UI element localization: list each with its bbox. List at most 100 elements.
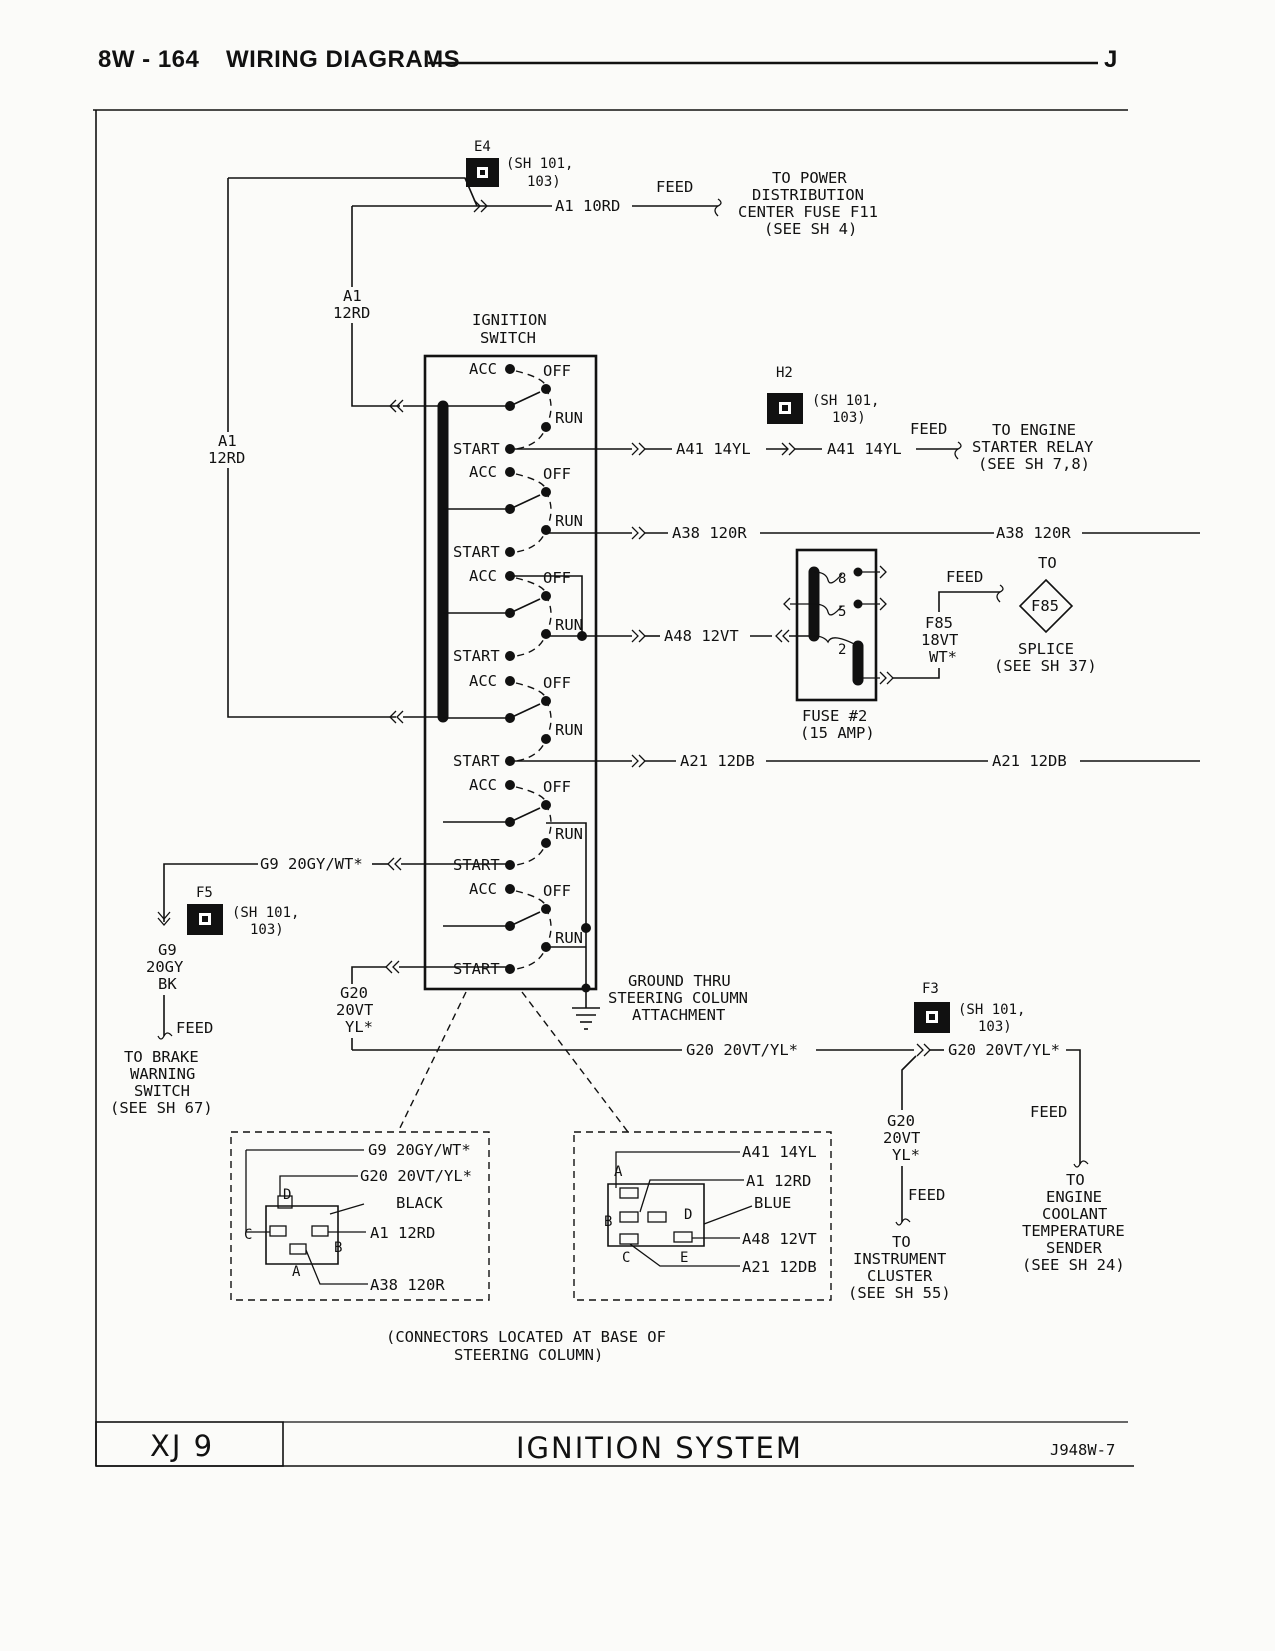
deck-4-start-label: START: [453, 752, 500, 770]
pdc-dest-4: (SEE SH 4): [764, 220, 857, 238]
deck-6-start-label: START: [453, 960, 500, 978]
coolant-dest-3: COOLANT: [1042, 1205, 1107, 1223]
cluster-dest-2: INSTRUMENT: [853, 1250, 946, 1268]
pdc-wire-end: [714, 198, 722, 217]
connector-view-right-box: [573, 1131, 832, 1301]
h2-ref-2: 103): [832, 410, 866, 426]
right-wire-a48: A48 12VT: [742, 1230, 817, 1248]
pdc-dest-3: CENTER FUSE F11: [738, 203, 878, 221]
deck-2-contact-1: [505, 467, 515, 477]
ignition-switch-title-2: SWITCH: [480, 329, 536, 347]
fuse-pin-2: 2: [838, 642, 846, 658]
deck-5-travel-arc: [515, 786, 552, 866]
wire-a1-loop-label-b: 12RD: [208, 449, 245, 467]
ground-label-2: STEERING COLUMN: [608, 989, 748, 1007]
section-title: WIRING DIAGRAMS: [226, 46, 461, 73]
deck-1-off-label: OFF: [543, 362, 571, 380]
system-title: IGNITION SYSTEM: [516, 1431, 803, 1465]
wire-g20-b: G20 20VT/YL*: [948, 1041, 1060, 1059]
fuse-block-outline: [795, 548, 878, 702]
deck-1-run-label: RUN: [555, 409, 583, 427]
right-pin-c: C: [622, 1250, 630, 1266]
deck-1-contact-1: [505, 364, 515, 374]
wire-g20-cluster-2: 20VT: [883, 1129, 920, 1147]
ground-label-3: ATTACHMENT: [632, 1006, 725, 1024]
right-pin-b: B: [604, 1214, 612, 1230]
wire-g20-v2: 20VT: [336, 1001, 373, 1019]
wire-a21-a: A21 12DB: [680, 752, 755, 770]
wire-g20-a: G20 20VT/YL*: [686, 1041, 798, 1059]
e4-label: E4: [474, 139, 491, 155]
brake-dest-2: WARNING: [130, 1065, 195, 1083]
f5-label: F5: [196, 885, 213, 901]
deck-2-off-label: OFF: [543, 465, 571, 483]
edition-mark: J: [1104, 46, 1118, 73]
deck-4-acc-label: ACC: [469, 672, 497, 690]
deck-1-start-label: START: [453, 440, 500, 458]
deck-4-off-label: OFF: [543, 674, 571, 692]
wire-g20-cluster-1: G20: [887, 1112, 915, 1130]
h2-ref-1: (SH 101,: [812, 393, 879, 409]
deck-6-acc-label: ACC: [469, 880, 497, 898]
deck-6-travel-arc: [515, 890, 552, 970]
coolant-dest-2: ENGINE: [1046, 1188, 1102, 1206]
deck-5-off-label: OFF: [543, 778, 571, 796]
wire-g20-v1: G20: [340, 984, 368, 1002]
deck-3-tie: [510, 575, 583, 636]
right-wire-a21: A21 12DB: [742, 1258, 817, 1276]
e4-ref-1: (SH 101,: [506, 156, 573, 172]
wire-g9: G9 20GY/WT*: [260, 855, 363, 873]
f3-label: F3: [922, 981, 939, 997]
deck-5-start-label: START: [453, 856, 500, 874]
e4-ref-2: 103): [527, 174, 561, 190]
splice-ref: (SEE SH 37): [994, 657, 1097, 675]
f3-ref-1: (SH 101,: [958, 1002, 1025, 1018]
feed-label-f85: FEED: [946, 568, 983, 586]
deck-5-contact-1: [505, 780, 515, 790]
deck-3-off-label: OFF: [543, 569, 571, 587]
deck-6-contact-5: [505, 964, 515, 974]
left-wire-g20: G20 20VT/YL*: [360, 1167, 472, 1185]
drawing-number: J948W-7: [1050, 1441, 1115, 1459]
deck-4-contact-1: [505, 676, 515, 686]
pdc-dest-1: TO POWER: [772, 169, 847, 187]
deck-5-run-label: RUN: [555, 825, 583, 843]
brake-dest-4: (SEE SH 67): [110, 1099, 213, 1117]
brake-dest-1: TO BRAKE: [124, 1048, 199, 1066]
connector-view-left: D C B A G9 20GY/WT* G20 20VT/YL* BLACK A…: [230, 1131, 490, 1301]
wire-a41-a: A41 14YL: [676, 440, 751, 458]
deck-2-travel-arc: [515, 473, 552, 553]
model-label: XJ 9: [150, 1429, 214, 1463]
fuse-pin-8: 8: [838, 571, 846, 587]
wire-a21-b: A21 12DB: [992, 752, 1067, 770]
deck-2-arm: [509, 494, 541, 510]
deck-5-jumper: [546, 822, 587, 928]
right-pin-e: E: [680, 1250, 688, 1266]
connector-f5: F5 (SH 101, 103): [187, 885, 299, 938]
connector-f3: F3 (SH 101, 103): [914, 981, 1025, 1035]
deck-3-contact-5: [505, 651, 515, 661]
splice-diamond-icon: [1018, 578, 1074, 634]
feed-label-brake: FEED: [176, 1019, 213, 1037]
left-pin-b: B: [334, 1240, 342, 1256]
wire-f85-3: WT*: [929, 648, 957, 666]
deck-3-start-label: START: [453, 647, 500, 665]
f5-ref-1: (SH 101,: [232, 905, 299, 921]
right-wire-a1: A1 12RD: [746, 1172, 811, 1190]
wire-a1-10rd: A1 10RD: [555, 197, 620, 215]
wire-a48: A48 12VT: [664, 627, 739, 645]
connector-h2: H2 (SH 101, 103): [767, 365, 879, 426]
deck-3-travel-arc: [515, 577, 552, 657]
splice-id: F85: [1031, 597, 1059, 615]
coolant-dest-1: TO: [1066, 1171, 1085, 1189]
f5-ref-2: 103): [250, 922, 284, 938]
deck-2-acc-label: ACC: [469, 463, 497, 481]
deck-4-travel-arc: [515, 682, 552, 762]
deck-3-acc-label: ACC: [469, 567, 497, 585]
wire-a1-loop-label-a: A1: [218, 432, 237, 450]
feed-label-coolant: FEED: [1030, 1103, 1067, 1121]
deck-6-off-label: OFF: [543, 882, 571, 900]
deck-2-contact-5: [505, 547, 515, 557]
deck-5-arm: [509, 807, 541, 823]
